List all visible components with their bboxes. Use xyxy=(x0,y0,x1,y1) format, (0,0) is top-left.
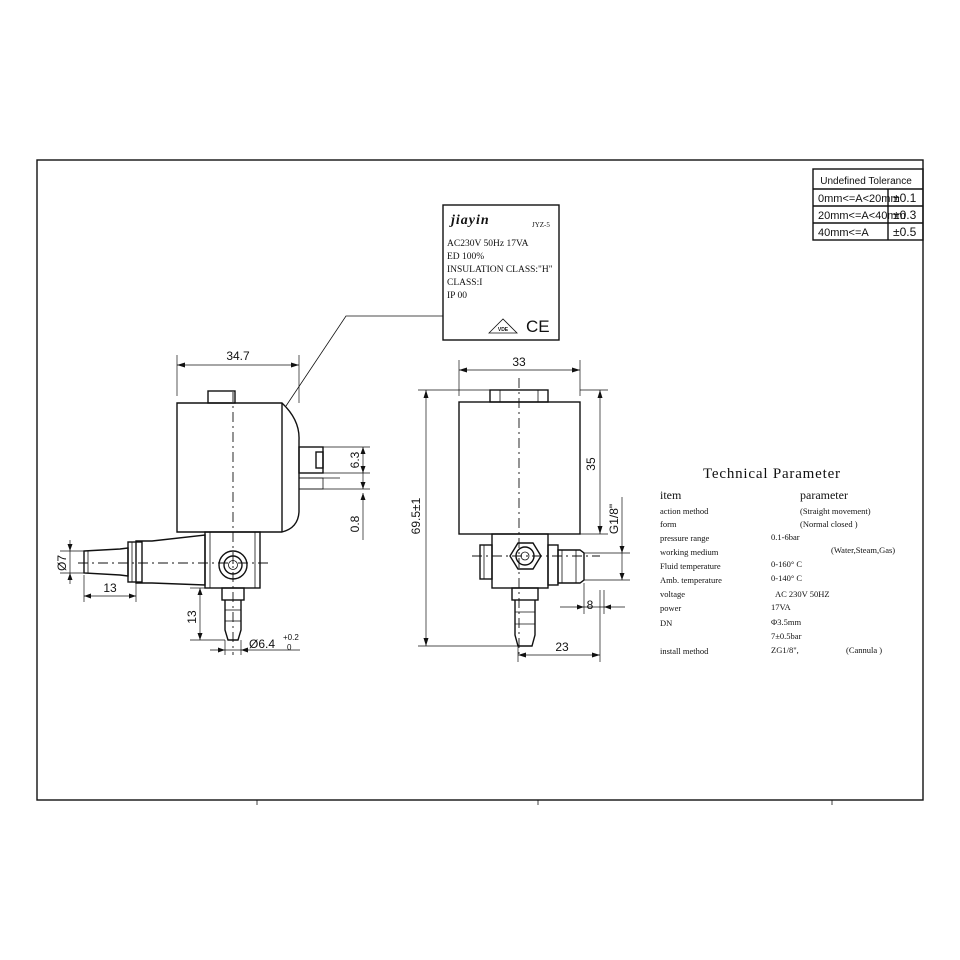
right-view: 33 69.5±1 35 G1/ xyxy=(409,355,630,662)
dim-left-tab: 6.3 xyxy=(348,451,362,468)
dim-right-height: 69.5±1 xyxy=(409,497,423,534)
tolerance-range-1: 0mm<=A<20mm xyxy=(818,193,900,205)
tech-param-2: (Normal closed ) xyxy=(800,519,858,529)
tolerance-table: Undefined Tolerance 0mm<=A<20mm ±0.1 20m… xyxy=(812,168,924,241)
tech-col-param: parameter xyxy=(800,488,848,502)
tech-param-10: 7±0.5bar xyxy=(771,631,802,641)
dim-left-outlet-tol-minus: 0 xyxy=(287,643,292,652)
dim-right-coil-h: 35 xyxy=(584,457,598,471)
model-label: JYZ-5 xyxy=(532,221,550,229)
vde-mark-icon: VDE xyxy=(488,318,518,334)
tech-param-11b: (Cannula ) xyxy=(846,645,882,655)
dim-left-inlet-dia: Ø7 xyxy=(55,555,69,571)
dim-left-width: 34.7 xyxy=(226,349,250,363)
tech-param-4: (Water,Steam,Gas) xyxy=(831,545,895,555)
tech-item-2: form xyxy=(660,519,677,529)
tech-param-7: AC 230V 50HZ xyxy=(775,589,830,599)
dim-right-width: 33 xyxy=(512,355,526,369)
plate-line-3: INSULATION CLASS:"H" xyxy=(447,265,553,275)
tech-item-11: install method xyxy=(660,646,709,656)
tech-param-1: (Straight movement) xyxy=(800,506,871,516)
tech-col-item: item xyxy=(660,488,682,502)
tech-params: Technical Parameter item parameter actio… xyxy=(660,466,895,656)
tech-param-5: 0-160° C xyxy=(771,559,802,569)
tolerance-value-2: ±0.3 xyxy=(893,208,917,222)
plate-line-4: CLASS:I xyxy=(447,278,482,288)
label-plate: jiayin JYZ-5 AC230V 50Hz 17VA ED 100% IN… xyxy=(442,204,560,341)
tech-item-1: action method xyxy=(660,506,709,516)
dim-right-body: 23 xyxy=(555,640,569,654)
tech-item-9: DN xyxy=(660,618,672,628)
brand-logo: jiayin xyxy=(449,213,490,228)
tech-param-8: 17VA xyxy=(771,602,792,612)
dim-left-outlet-dia: Ø6.4 xyxy=(249,637,275,651)
dim-left-outlet-tol-plus: +0.2 xyxy=(283,633,299,642)
tech-param-6: 0-140° C xyxy=(771,573,802,583)
svg-text:VDE: VDE xyxy=(498,327,509,333)
plate-line-5: IP 00 xyxy=(447,291,467,301)
tolerance-range-2: 20mm<=A<40mm xyxy=(818,210,906,222)
tech-param-11: ZG1/8", xyxy=(771,645,799,655)
frame-ticks xyxy=(256,800,833,805)
tolerance-title: Undefined Tolerance xyxy=(820,176,912,187)
tolerance-value-1: ±0.1 xyxy=(893,191,917,205)
dim-right-thread: G1/8" xyxy=(607,504,621,534)
plate-line-1: AC230V 50Hz 17VA xyxy=(447,239,529,249)
tolerance-value-3: ±0.5 xyxy=(893,225,917,239)
tech-item-6: Amb. temperature xyxy=(660,575,722,585)
left-view: 34.7 6.3 0.8 xyxy=(55,349,370,655)
tech-item-5: Fluid temperature xyxy=(660,561,721,571)
plate-line-2: ED 100% xyxy=(447,252,484,262)
tech-param-3: 0.1-6bar xyxy=(771,532,800,542)
tech-item-7: voltage xyxy=(660,589,685,599)
plate-leader-line xyxy=(285,315,443,407)
ce-mark-icon: CE xyxy=(526,317,550,336)
dim-left-gap: 0.8 xyxy=(348,515,362,532)
tech-item-3: pressure range xyxy=(660,533,710,543)
tech-item-4: working medium xyxy=(660,547,719,557)
drawing-frame xyxy=(36,159,924,801)
dim-left-outlet-len: 13 xyxy=(185,610,199,624)
tolerance-range-3: 40mm<=A xyxy=(818,227,869,239)
dim-right-thread-len: 8 xyxy=(587,598,594,612)
tech-title: Technical Parameter xyxy=(703,466,841,482)
tech-item-8: power xyxy=(660,603,681,613)
tech-param-9: Φ3.5mm xyxy=(771,617,801,627)
dim-left-inlet-len: 13 xyxy=(103,581,117,595)
